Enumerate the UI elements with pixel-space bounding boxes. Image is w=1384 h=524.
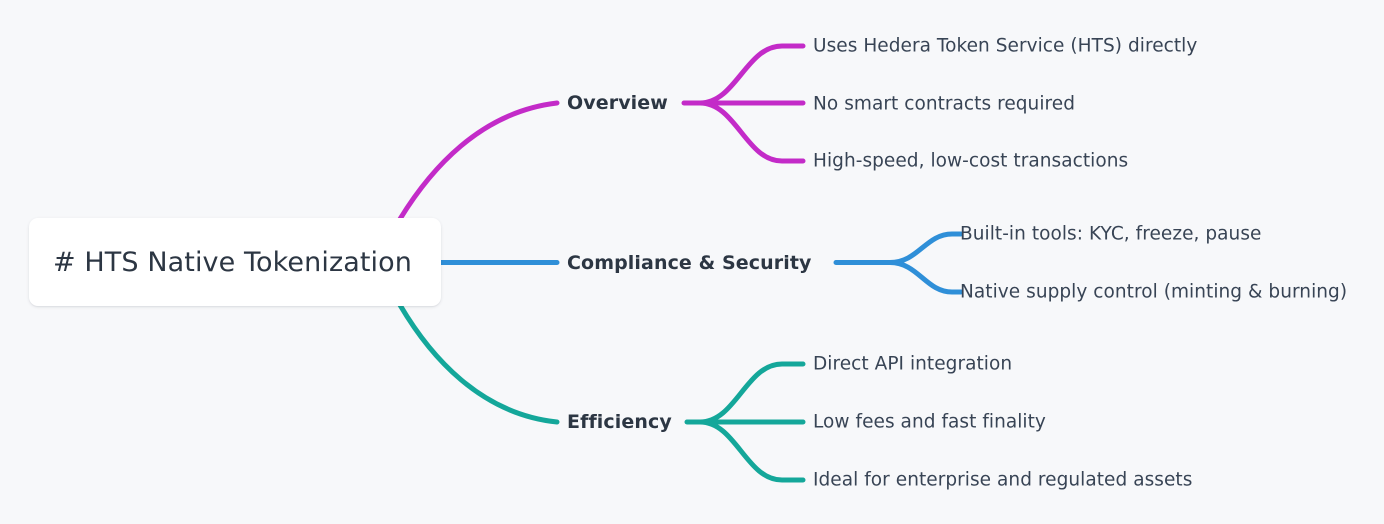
edge-efficiency-to-leaf-3 bbox=[697, 419, 806, 483]
leaf-label-efficiency-3[interactable]: Ideal for enterprise and regulated asset… bbox=[813, 469, 1193, 491]
edge-efficiency-to-leaf-1 bbox=[697, 361, 806, 425]
leaf-label-compliance-security-1[interactable]: Built-in tools: KYC, freeze, pause bbox=[960, 223, 1262, 245]
root-node[interactable]: # HTS Native Tokenization bbox=[29, 218, 441, 306]
edge-compliance-security-to-leaf-1 bbox=[887, 231, 964, 265]
branch-label-compliance-security[interactable]: Compliance & Security bbox=[567, 251, 812, 274]
edge-overview-to-leaf-1 bbox=[697, 43, 806, 106]
leaf-label-efficiency-2[interactable]: Low fees and fast finality bbox=[813, 411, 1046, 433]
leaf-label-overview-1[interactable]: Uses Hedera Token Service (HTS) directly bbox=[813, 35, 1198, 57]
edge-root-to-efficiency bbox=[397, 302, 560, 425]
root-node-label: # HTS Native Tokenization bbox=[53, 246, 412, 278]
edge-compliance-security-to-leaf-2 bbox=[887, 260, 964, 295]
leaf-label-efficiency-1[interactable]: Direct API integration bbox=[813, 353, 1013, 375]
edge-root-to-overview bbox=[397, 100, 560, 222]
branch-label-efficiency[interactable]: Efficiency bbox=[567, 411, 672, 433]
leaf-label-overview-3[interactable]: High-speed, low-cost transactions bbox=[813, 150, 1129, 172]
branch-label-overview[interactable]: Overview bbox=[567, 92, 668, 114]
edge-overview-to-leaf-3 bbox=[697, 100, 806, 164]
leaf-label-overview-2[interactable]: No smart contracts required bbox=[813, 93, 1075, 115]
leaf-label-compliance-security-2[interactable]: Native supply control (minting & burning… bbox=[960, 281, 1348, 303]
